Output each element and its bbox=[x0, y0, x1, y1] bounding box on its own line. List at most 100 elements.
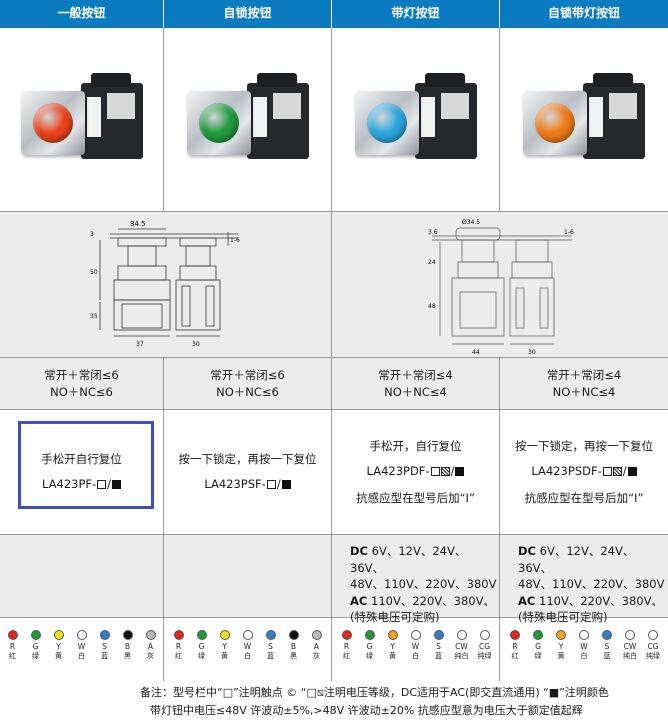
color-name: 灰 bbox=[147, 652, 154, 660]
ac-values: 110V、220V、380V、 bbox=[371, 593, 495, 608]
dimension-drawing-left: 34.5 3 1-6 50 35 37 30 bbox=[0, 212, 332, 357]
model-number: LA423PDF-/ bbox=[367, 463, 465, 480]
color-name: 白 bbox=[244, 652, 251, 660]
dim-w2: 30 bbox=[528, 349, 536, 356]
contacts-cn: 常开＋常闭≤4 bbox=[378, 367, 453, 382]
dc-values-2: 48V、110V、220V、380V bbox=[350, 577, 497, 591]
color-name: 纯绿 bbox=[477, 652, 492, 660]
color-placeholder-icon bbox=[281, 480, 291, 489]
color-code: Y bbox=[222, 642, 227, 651]
color-code: W bbox=[77, 642, 86, 651]
color-dot-icon bbox=[288, 630, 299, 640]
dim-b: 1-6 bbox=[230, 237, 240, 244]
color-code: Y bbox=[390, 642, 395, 651]
color-code: B bbox=[290, 642, 297, 651]
color-code: S bbox=[102, 642, 107, 651]
color-code: R bbox=[343, 642, 350, 651]
color-dot-icon bbox=[556, 630, 566, 640]
photo-row bbox=[0, 28, 668, 212]
header-row: 一般按钮 自锁按钮 带灯按钮 自锁带灯按钮 bbox=[0, 0, 668, 28]
reset-description: 按一下锁定，再按一下复位 bbox=[515, 438, 653, 453]
color-name: 蓝 bbox=[267, 652, 274, 660]
dc-label: DC bbox=[350, 544, 368, 558]
header-self-lock-button: 自锁按钮 bbox=[164, 0, 332, 28]
color-name: 红 bbox=[511, 652, 519, 660]
anti-induction-note: 抗感应型在型号后加“I” bbox=[524, 490, 644, 505]
header-lamp-button: 带灯按钮 bbox=[332, 0, 500, 28]
button-photo-green bbox=[183, 65, 313, 175]
dim-a: 3 bbox=[90, 231, 94, 238]
color-name: 白 bbox=[412, 652, 419, 660]
color-code: CW bbox=[455, 642, 468, 651]
technical-drawing: Ø34.5 3.6 1-6 24 48 44 30 bbox=[428, 219, 574, 356]
contact-placeholder-icon bbox=[266, 480, 276, 489]
highlight-box bbox=[18, 421, 154, 509]
model-separator: / bbox=[107, 477, 112, 491]
reset-description: 手松开，自行复位 bbox=[369, 438, 462, 453]
dc-values: 6V、12V、24V、36V、 bbox=[518, 544, 635, 575]
dim-w2: 30 bbox=[192, 341, 200, 348]
contacts-cn: 常开＋常闭≤4 bbox=[546, 367, 622, 382]
color-dot-icon bbox=[242, 630, 253, 640]
voltage-row: DC 6V、12V、24V、36V、 48V、110V、220V、380V AC… bbox=[0, 535, 668, 624]
color-code: W bbox=[580, 642, 588, 651]
voltage-placeholder-icon bbox=[612, 466, 622, 476]
color-dot-icon bbox=[625, 630, 635, 640]
color-dot-icon bbox=[76, 630, 87, 640]
color-name: 绿 bbox=[198, 652, 205, 660]
color-name: 黄 bbox=[221, 652, 228, 660]
color-dot-icon bbox=[602, 630, 612, 640]
photo-cell bbox=[0, 28, 164, 211]
color-dot-icon bbox=[510, 630, 520, 640]
photo-cell bbox=[164, 28, 332, 211]
color-name: 红 bbox=[343, 652, 350, 660]
color-code: W bbox=[243, 642, 252, 651]
ac-label: AC bbox=[350, 593, 368, 608]
color-name: 纯绿 bbox=[646, 652, 660, 660]
color-dot-icon bbox=[579, 630, 589, 640]
contacts-cn: 常开＋常闭≤6 bbox=[210, 367, 285, 382]
dim-diameter: 34.5 bbox=[130, 220, 146, 228]
color-code: G bbox=[198, 642, 205, 651]
color-dot-icon bbox=[265, 630, 276, 640]
color-code: Y bbox=[56, 642, 61, 651]
color-name: 黑 bbox=[290, 652, 297, 660]
color-dot-icon bbox=[7, 630, 18, 640]
color-code: A bbox=[313, 642, 320, 651]
color-name: 蓝 bbox=[603, 652, 611, 660]
model-separator: / bbox=[450, 463, 455, 478]
contacts-en: NO＋NC≤4 bbox=[384, 384, 447, 399]
special-voltage-note: (特殊电压可定购) bbox=[518, 610, 608, 624]
drawing-row: 34.5 3 1-6 50 35 37 30 Ø3 bbox=[0, 212, 668, 358]
color-placeholder-icon bbox=[112, 480, 122, 489]
color-dot-icon bbox=[648, 630, 658, 640]
technical-drawing: 34.5 3 1-6 50 35 37 30 bbox=[90, 220, 240, 348]
color-name: 绿 bbox=[366, 652, 373, 660]
color-code: R bbox=[9, 642, 16, 651]
color-dot-icon bbox=[196, 630, 207, 640]
color-dot-icon bbox=[410, 630, 421, 640]
color-dot-icon bbox=[533, 630, 543, 640]
voltage-spec: DC 6V、12V、24V、36V、 48V、110V、220V、380V AC… bbox=[500, 535, 668, 626]
model-number: LA423PSDF-/ bbox=[531, 463, 637, 480]
color-name: 红 bbox=[9, 652, 16, 660]
contacts-en: NO＋NC≤6 bbox=[50, 384, 113, 399]
model-prefix: LA423PSDF- bbox=[531, 463, 602, 478]
color-code: R bbox=[175, 642, 182, 651]
header-general-button: 一般按钮 bbox=[0, 0, 164, 28]
color-name: 黄 bbox=[55, 652, 62, 660]
